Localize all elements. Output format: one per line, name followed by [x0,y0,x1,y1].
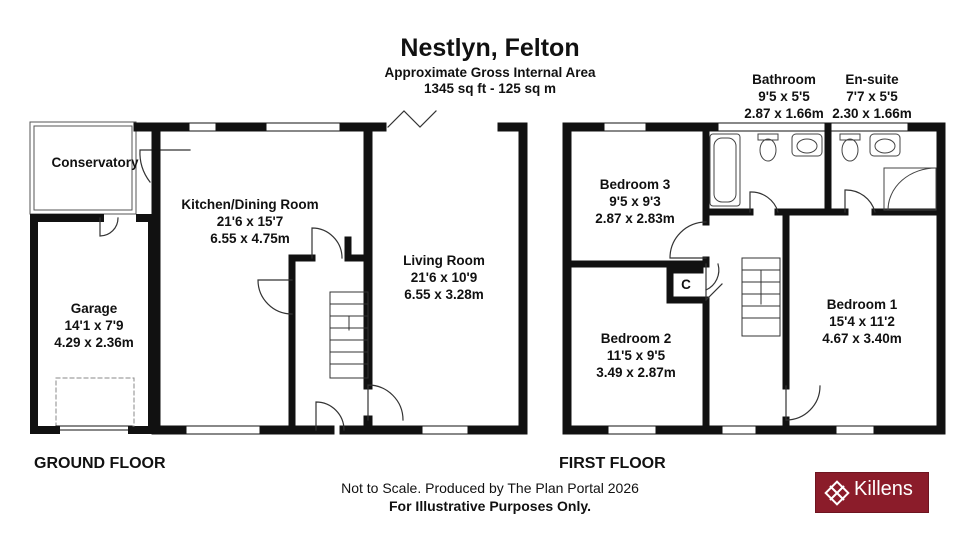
room-bedroom1-imperial: 15'4 x 11'2 [829,314,895,329]
first-floor-windows [599,122,913,435]
room-garage-metric: 4.29 x 2.36m [54,335,134,350]
room-bedroom1-metric: 4.67 x 3.40m [822,331,902,346]
room-garage: Garage 14'1 x 7'9 4.29 x 2.36m [40,300,148,351]
room-cupboard-name: C [681,277,691,292]
room-ensuite: En-suite 7'7 x 5'5 2.30 x 1.66m [826,71,918,122]
area-value: 1345 sq ft - 125 sq m [423,81,557,96]
room-ensuite-imperial: 7'7 x 5'5 [846,89,898,104]
ground-stairs [329,291,369,379]
first-stairs [741,257,781,337]
room-bedroom3-metric: 2.87 x 2.83m [595,211,675,226]
room-conservatory-name: Conservatory [51,155,139,170]
room-bedroom1: Bedroom 1 15'4 x 11'2 4.67 x 3.40m [800,296,924,347]
room-bathroom: Bathroom 9'5 x 5'5 2.87 x 1.66m [730,71,838,122]
room-bedroom2-imperial: 11'5 x 9'5 [606,348,666,363]
area-label: Approximate Gross Internal Area [384,65,596,80]
room-bedroom3-name: Bedroom 3 [599,177,671,192]
bathroom-fixtures [709,133,937,211]
room-bedroom2: Bedroom 2 11'5 x 9'5 3.49 x 2.87m [574,330,698,381]
plan-title: Nestlyn, Felton [400,34,580,62]
room-kitchen: Kitchen/Dining Room 21'6 x 15'7 6.55 x 4… [170,196,330,247]
room-bedroom2-metric: 3.49 x 2.87m [596,365,676,380]
first-floor-internal-walls [567,123,945,434]
first-floor-label: FIRST FLOOR [559,455,666,472]
conservatory-door-arc [139,149,191,183]
room-conservatory: Conservatory [40,154,150,171]
ground-door-arcs [257,227,404,431]
room-kitchen-imperial: 21'6 x 15'7 [216,214,284,229]
room-kitchen-metric: 6.55 x 4.75m [210,231,290,246]
room-bathroom-name: Bathroom [752,72,816,87]
logo-brand: Killens [854,478,913,500]
ground-floor-walls [133,122,528,435]
first-floor-walls [562,122,946,435]
room-kitchen-name: Kitchen/Dining Room [181,197,319,212]
room-living-metric: 6.55 x 3.28m [404,287,484,302]
room-bedroom3: Bedroom 3 9'5 x 9'3 2.87 x 2.83m [575,176,695,227]
room-living-name: Living Room [403,253,485,268]
ground-floor-windows [181,122,473,435]
first-door-arcs [669,189,876,421]
room-bedroom2-name: Bedroom 2 [600,331,672,346]
hall-walls [288,236,372,434]
room-living-imperial: 21'6 x 10'9 [410,270,478,285]
diamond-icon [824,480,850,506]
room-garage-imperial: 14'1 x 7'9 [64,318,124,333]
ground-floor-label: GROUND FLOOR [34,455,166,472]
room-garage-name: Garage [70,301,118,316]
room-bedroom1-name: Bedroom 1 [826,297,898,312]
room-ensuite-name: En-suite [845,72,899,87]
room-living: Living Room 21'6 x 10'9 6.55 x 3.28m [382,252,506,303]
garage-door-arc [99,217,119,237]
garage-door [55,377,135,427]
room-bedroom3-imperial: 9'5 x 9'3 [609,194,661,209]
room-bathroom-metric: 2.87 x 1.66m [744,106,824,121]
room-ensuite-metric: 2.30 x 1.66m [832,106,912,121]
patio-doors [387,110,437,128]
footer-disclaimer: For Illustrative Purposes Only. [388,498,591,514]
room-cupboard: C [676,276,696,293]
room-bathroom-imperial: 9'5 x 5'5 [758,89,810,104]
killens-logo: Killens [815,472,929,513]
footer-note: Not to Scale. Produced by The Plan Porta… [341,480,639,496]
